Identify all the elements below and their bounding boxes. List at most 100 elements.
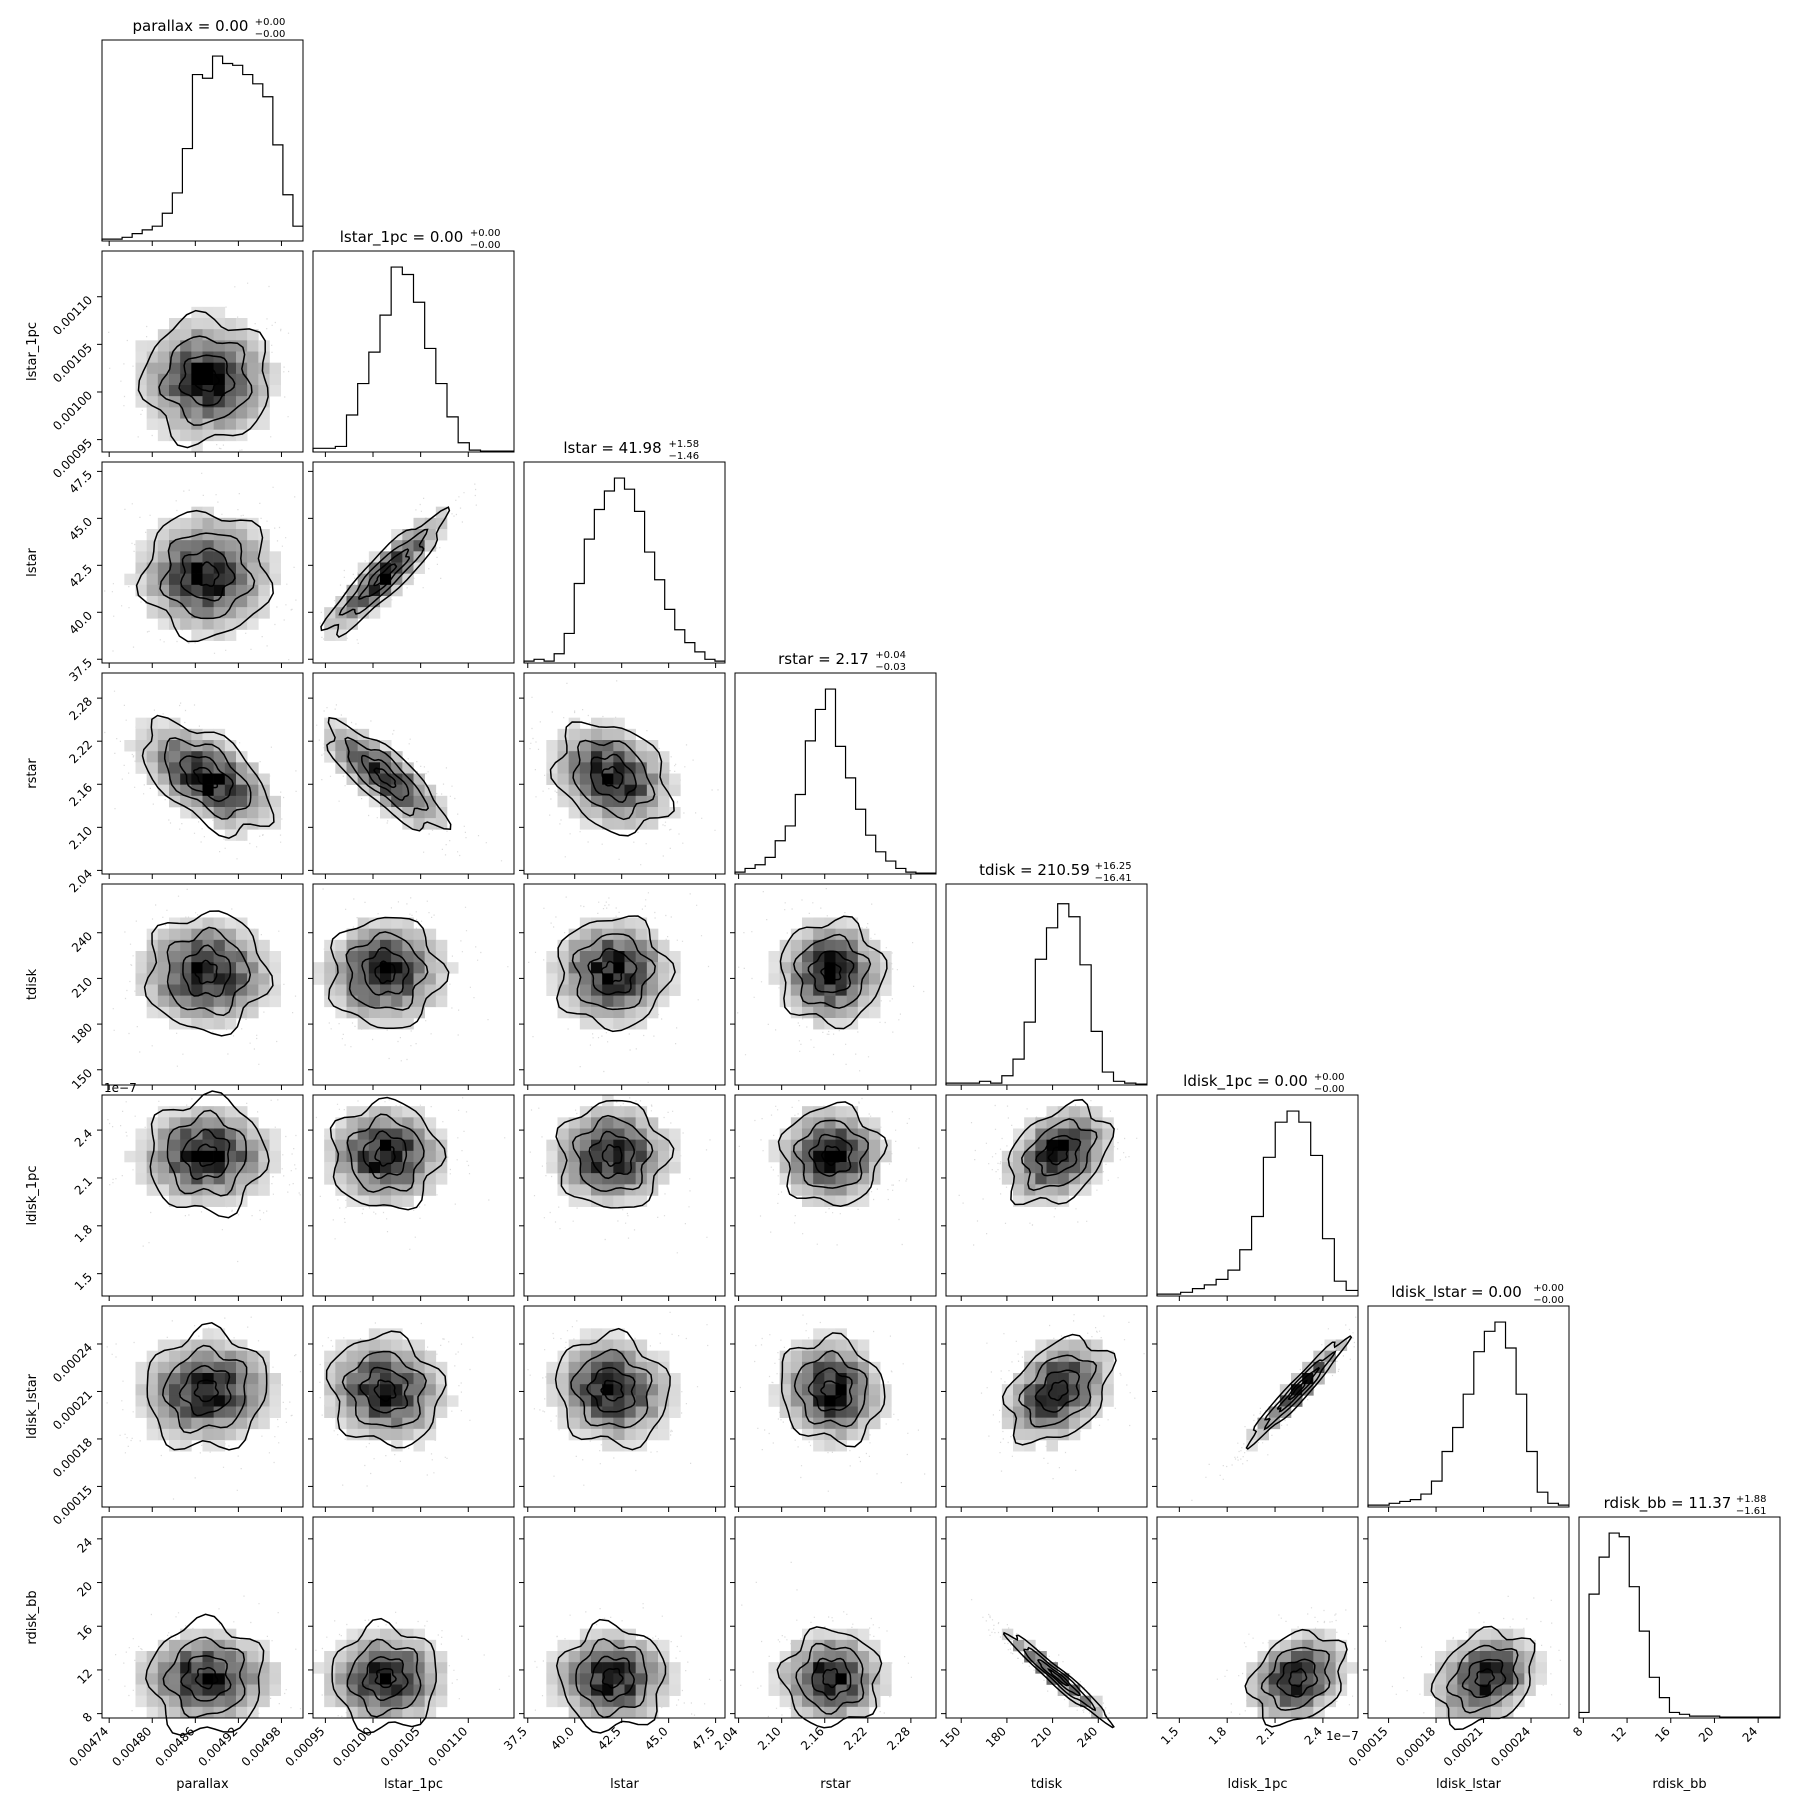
density-cell bbox=[357, 1006, 370, 1019]
density-cell bbox=[790, 928, 803, 941]
density-cell bbox=[568, 1406, 581, 1418]
y-tick-label: 0.00110 bbox=[50, 293, 95, 338]
density-cell bbox=[658, 762, 670, 774]
density-cell bbox=[269, 973, 281, 985]
density-cell bbox=[635, 939, 648, 952]
density-cell bbox=[802, 928, 814, 941]
density-cell bbox=[857, 1117, 870, 1129]
density-cell bbox=[646, 1406, 659, 1418]
density-cell bbox=[824, 1628, 836, 1641]
density-cell bbox=[169, 1417, 181, 1430]
density-cell bbox=[202, 1350, 214, 1363]
density-cell bbox=[846, 1128, 859, 1140]
density-cell bbox=[224, 939, 237, 952]
x-tick-label: 0.00105 bbox=[378, 1724, 423, 1769]
density-cell bbox=[1313, 1373, 1325, 1385]
density-cell bbox=[169, 1184, 181, 1196]
density-cell bbox=[835, 1395, 847, 1407]
density-cell bbox=[568, 962, 581, 974]
density-cell bbox=[368, 1406, 381, 1418]
density-cell bbox=[1335, 1339, 1348, 1351]
density-cell bbox=[213, 1195, 226, 1207]
density-cell bbox=[180, 995, 192, 1008]
density-cell bbox=[224, 396, 237, 408]
density-cell bbox=[169, 1018, 181, 1030]
density-cell bbox=[202, 373, 214, 386]
density-cell bbox=[335, 1662, 347, 1674]
density-cell bbox=[635, 1662, 648, 1674]
density-cell bbox=[380, 1695, 392, 1708]
density-cell bbox=[824, 995, 836, 1008]
density-cell bbox=[258, 1406, 270, 1418]
density-cell bbox=[258, 385, 270, 397]
density-cell bbox=[579, 1628, 592, 1641]
density-cell bbox=[180, 429, 192, 442]
density-cell bbox=[424, 939, 437, 952]
density-cell bbox=[335, 1373, 347, 1385]
density-cell bbox=[169, 973, 181, 985]
density-cell bbox=[1246, 1684, 1258, 1696]
density-cell bbox=[602, 1184, 614, 1196]
density-cell bbox=[635, 1139, 648, 1152]
y-tick-label: 0.00024 bbox=[50, 1340, 95, 1385]
density-cell bbox=[180, 517, 192, 530]
density-cell bbox=[779, 1651, 792, 1663]
density-cell bbox=[1024, 1373, 1036, 1385]
density-cell bbox=[1080, 1395, 1092, 1407]
contour-line bbox=[361, 946, 410, 996]
density-cell bbox=[646, 1117, 659, 1129]
density-cell bbox=[1035, 1395, 1047, 1407]
density-cell bbox=[835, 1018, 847, 1030]
density-cell bbox=[846, 939, 859, 952]
density-cell bbox=[1068, 1117, 1081, 1129]
density-cell bbox=[324, 962, 336, 974]
density-cell bbox=[380, 928, 392, 941]
title-error-minus: −0.00 bbox=[255, 29, 286, 40]
density-cell bbox=[435, 1695, 448, 1708]
density-cell bbox=[1024, 1417, 1036, 1430]
x-tick-label: 2.22 bbox=[841, 1724, 870, 1753]
density-cell bbox=[213, 928, 226, 941]
density-cell bbox=[169, 1428, 181, 1441]
density-cell bbox=[646, 1361, 659, 1374]
density-cell bbox=[224, 618, 237, 630]
density-cell bbox=[857, 1373, 870, 1385]
density-cell bbox=[391, 1384, 403, 1396]
density-cell bbox=[591, 962, 603, 974]
density-cell bbox=[591, 939, 603, 952]
density-cell bbox=[346, 1673, 358, 1685]
density-cell bbox=[846, 1706, 859, 1719]
density-cell bbox=[1013, 1195, 1025, 1207]
density-cell bbox=[180, 1440, 192, 1452]
density-cell bbox=[247, 973, 259, 985]
density-cell bbox=[435, 1684, 448, 1696]
title-error-minus: −0.00 bbox=[1533, 1295, 1564, 1306]
contour-line bbox=[374, 960, 396, 985]
density-cell bbox=[602, 1018, 614, 1030]
density-cell bbox=[646, 984, 659, 996]
density-cell bbox=[613, 962, 625, 974]
density-cell bbox=[857, 928, 870, 941]
density-cell bbox=[391, 1428, 403, 1441]
scatter-panel-ldisk_1pc-vs-rdisk_bb bbox=[1156, 1516, 1359, 1728]
x-tick-label: 20 bbox=[1696, 1724, 1717, 1745]
density-cell bbox=[624, 1395, 636, 1407]
density-cell bbox=[546, 1373, 558, 1385]
density-cell bbox=[202, 618, 214, 630]
density-cell bbox=[169, 1406, 181, 1418]
y-tick-label: 0.00015 bbox=[50, 1483, 95, 1528]
contour-line bbox=[193, 766, 219, 789]
density-cell bbox=[635, 740, 648, 752]
density-cell bbox=[313, 962, 325, 974]
density-cell bbox=[213, 1150, 226, 1163]
density-cell bbox=[180, 1684, 192, 1696]
density-cell bbox=[658, 1173, 670, 1185]
density-cell bbox=[646, 818, 659, 830]
density-cell bbox=[1068, 1106, 1081, 1118]
density-cell bbox=[346, 618, 358, 630]
density-cell bbox=[169, 1662, 181, 1674]
density-cell bbox=[1313, 1628, 1325, 1641]
title-error-minus: −1.46 bbox=[668, 451, 699, 462]
density-cell bbox=[247, 1162, 259, 1174]
density-cell bbox=[624, 773, 636, 785]
